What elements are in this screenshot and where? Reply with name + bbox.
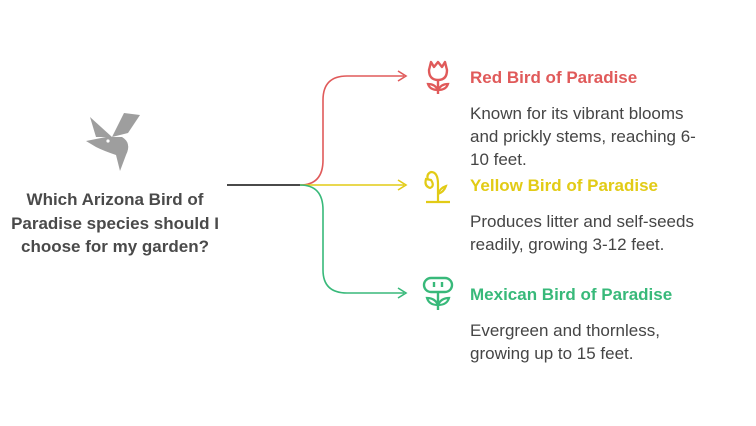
description-line: readily, growing 3-12 feet. (470, 235, 665, 254)
flower-icon (426, 60, 450, 94)
description-line: Produces litter and self-seeds (470, 212, 694, 231)
red-bird-title: Red Bird of Paradise (470, 68, 638, 87)
wilting-flower-icon (424, 170, 450, 204)
green-branch (299, 184, 404, 294)
red-arrowhead (397, 70, 408, 82)
red-bird-description: Known for its vibrant blooms and prickly… (470, 102, 750, 171)
question-text: Which Arizona Bird of Paradise species s… (11, 190, 219, 256)
yellow-bird-title: Yellow Bird of Paradise (470, 176, 659, 195)
hummingbird-icon (86, 113, 140, 171)
yellow-bird-description: Produces litter and self-seeds readily, … (470, 210, 750, 256)
mexican-bird-description: Evergreen and thornless, growing up to 1… (470, 319, 750, 365)
fire-flower-icon (422, 276, 454, 310)
description-line: growing up to 15 feet. (470, 344, 634, 363)
green-arrowhead (397, 287, 408, 299)
description-line: 10 feet. (470, 150, 527, 169)
description-line: Evergreen and thornless, (470, 321, 660, 340)
red-branch (299, 75, 404, 186)
description-line: Known for its vibrant blooms (470, 104, 684, 123)
yellow-arrowhead (397, 179, 408, 191)
mexican-bird-title: Mexican Bird of Paradise (470, 285, 673, 304)
description-line: and prickly stems, reaching 6- (470, 127, 696, 146)
